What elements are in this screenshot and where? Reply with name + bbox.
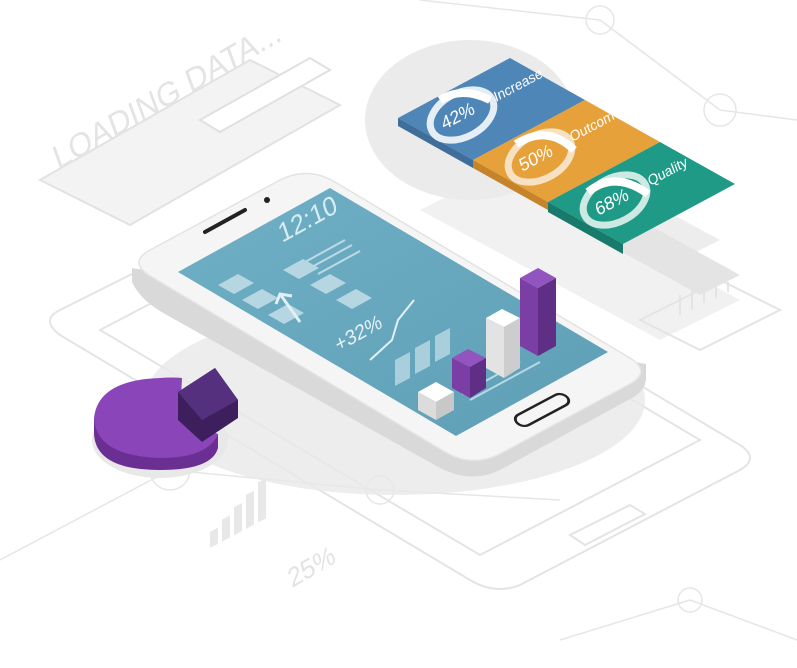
bar-purple-medium (452, 349, 486, 398)
phone-speaker (203, 208, 247, 234)
stat-card-outcome: 50% Outcome (473, 100, 660, 210)
background-stat-text: 25% (284, 539, 339, 593)
stat-card-quality: 68% Quality (548, 142, 735, 254)
stat-card-increase: 42% Increase (398, 58, 585, 168)
background-bars-stat: 25% (210, 478, 339, 594)
bar-purple-tall (520, 268, 556, 356)
phone-camera (264, 197, 270, 203)
bar-chart-3d (418, 268, 556, 420)
bar-white-tall (486, 309, 520, 378)
background-chart-icon (637, 278, 783, 352)
home-button[interactable] (512, 392, 572, 429)
pie-chart-3d (92, 368, 238, 478)
bar-white-small (418, 382, 454, 420)
stat-cards: 42% Increase 50% Outcome 68% Quality (398, 58, 735, 254)
